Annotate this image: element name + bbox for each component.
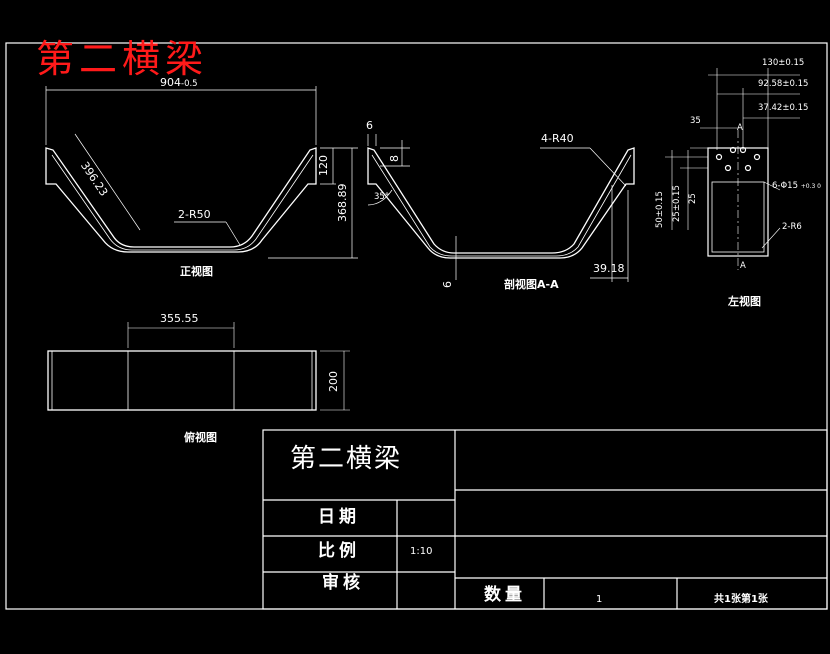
top-view-label: 俯视图: [184, 431, 217, 444]
front-view: [45, 86, 358, 259]
section-mark-a-top: A: [737, 123, 743, 133]
title-block-review-label: 审核: [322, 573, 364, 593]
title-block-part-name: 第二横梁: [290, 444, 403, 474]
section-view: [367, 134, 635, 282]
section-view-label: 剖视图A-A: [504, 278, 559, 291]
front-view-label: 正视图: [180, 265, 213, 278]
dim-side-holes: 6-Φ15 +0.3 0: [772, 181, 821, 191]
dim-overall-width: 904-0.5: [160, 76, 198, 89]
title-block-quantity-label: 数量: [484, 585, 526, 605]
left-view: [665, 68, 800, 270]
dim-section-offset: 39.18: [593, 262, 625, 275]
dim-side-50: 50±0.15: [655, 191, 665, 228]
dim-flange-height: 120: [317, 155, 330, 176]
dim-side-130: 130±0.15: [762, 58, 805, 68]
dim-side-25b: 25: [688, 193, 698, 204]
red-title: 第二横梁: [36, 37, 209, 81]
dim-bottom-radius: 2-R50: [178, 208, 211, 221]
title-block-date-label: 日期: [318, 507, 360, 527]
dim-section-bottom: 6: [441, 281, 454, 288]
dim-side-9258: 92.58±0.15: [758, 79, 809, 89]
title-block-sheet-info: 共1张第1张: [714, 594, 768, 605]
title-block-scale-value: 1:10: [410, 546, 433, 557]
dim-side-radius: 2-R6: [782, 222, 802, 232]
dim-side-35: 35: [690, 116, 701, 126]
dim-section-radius: 4-R40: [541, 132, 574, 145]
dim-top-height: 200: [327, 371, 340, 392]
dim-side-25: 25±0.15: [672, 185, 682, 222]
dim-top-width: 355.55: [160, 312, 199, 325]
top-view: [47, 322, 350, 411]
dim-section-t2: 8: [388, 155, 401, 162]
dim-section-t1: 6: [366, 119, 373, 132]
dim-total-height: 368.89: [336, 183, 349, 223]
left-view-label: 左视图: [728, 295, 761, 308]
dim-side-3742: 37.42±0.15: [758, 103, 809, 113]
title-block-scale-label: 比例: [318, 541, 360, 561]
title-block-grid: [262, 429, 828, 610]
section-mark-a-bottom: A: [740, 261, 746, 271]
title-block-quantity-value: 1: [596, 594, 603, 605]
dim-section-angle: 35°: [374, 192, 390, 202]
